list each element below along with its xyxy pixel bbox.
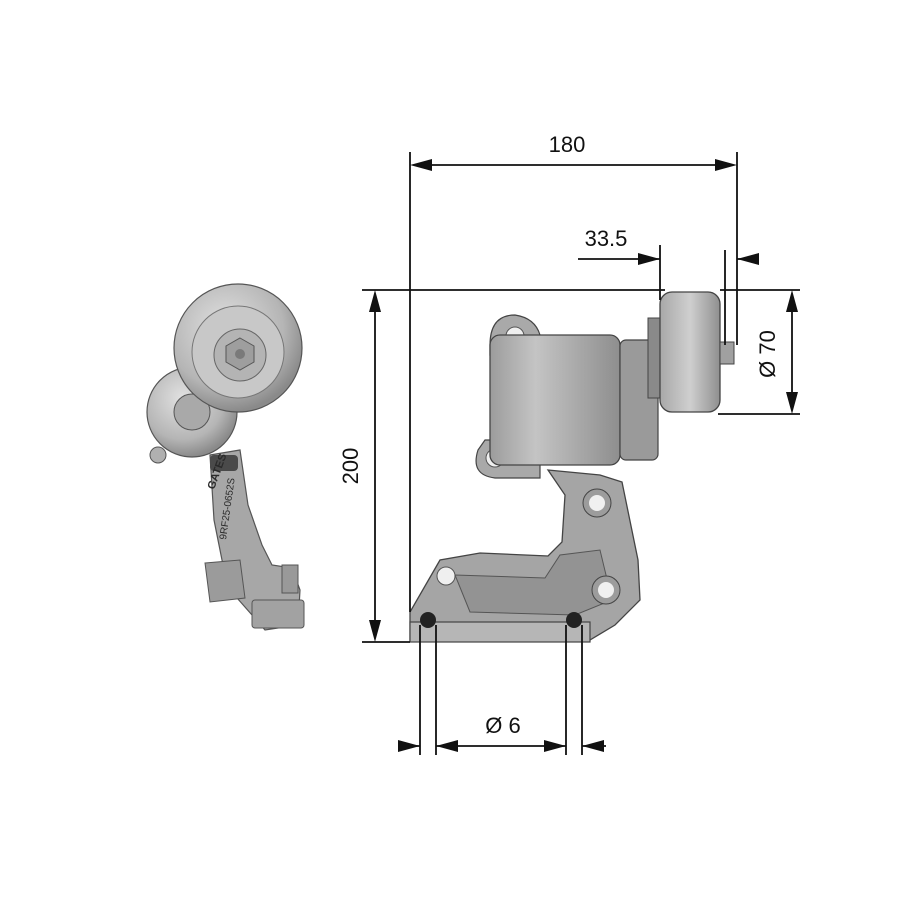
tensioner-side-view bbox=[409, 291, 735, 643]
mount-block bbox=[204, 559, 246, 603]
mount-tab bbox=[281, 564, 299, 594]
roller-nut bbox=[719, 341, 735, 365]
dimension-height-label: 200 bbox=[338, 448, 363, 485]
mount-hole-left bbox=[420, 612, 436, 628]
dimension-pulley-diameter-label: Ø 70 bbox=[755, 330, 780, 378]
mount-hole-right bbox=[566, 612, 582, 628]
bracket-hole-upper-inner bbox=[589, 495, 605, 511]
bolt-center bbox=[235, 349, 245, 359]
rear-lug bbox=[149, 446, 167, 464]
dimension-width-label: 180 bbox=[549, 132, 586, 157]
rear-housing-hub bbox=[173, 393, 211, 431]
bracket-floor bbox=[409, 621, 591, 643]
bracket-hole-left bbox=[436, 566, 456, 586]
tensioner-body bbox=[489, 334, 621, 466]
dimension-hole-diameter-label: Ø 6 bbox=[485, 713, 520, 738]
bracket-rib bbox=[454, 549, 613, 616]
bracket-hole-lower-inner bbox=[598, 582, 614, 598]
dimension-offset-label: 33.5 bbox=[585, 226, 628, 251]
tensioner-angled-view: GATES 9RF25-0652S bbox=[146, 283, 305, 631]
dimension-lines bbox=[362, 152, 800, 755]
pulley-roller bbox=[659, 291, 721, 413]
mount-lug bbox=[251, 599, 305, 629]
housing-band bbox=[210, 455, 238, 471]
